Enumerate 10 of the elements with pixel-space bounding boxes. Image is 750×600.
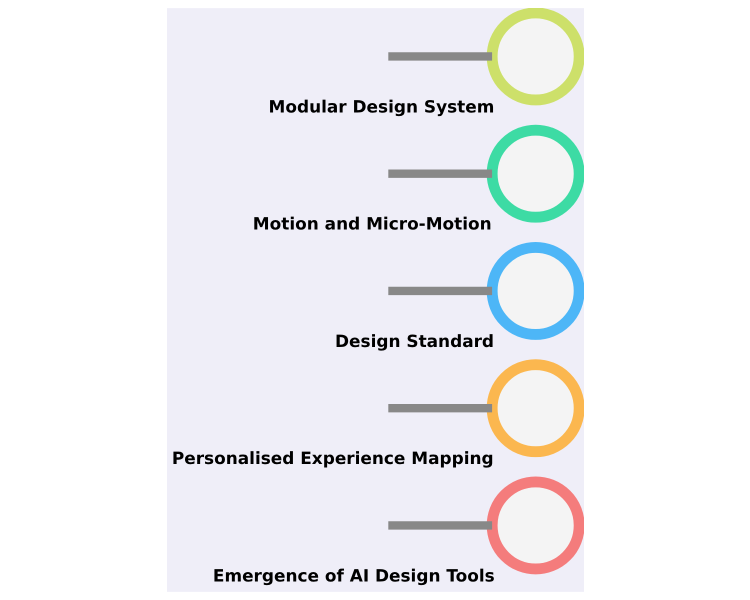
connector: [388, 521, 492, 530]
connector: [388, 404, 492, 412]
node-label: Modular Design System: [268, 96, 494, 116]
connector: [388, 52, 492, 61]
node-label: Design Standard: [334, 330, 494, 351]
node-label: Emergence of AI Design Tools: [212, 565, 494, 586]
node-label: Motion and Micro-Motion: [252, 214, 492, 234]
node-label: Personalised Experience Mapping: [171, 448, 494, 468]
connector: [388, 169, 492, 178]
connector: [388, 286, 492, 296]
